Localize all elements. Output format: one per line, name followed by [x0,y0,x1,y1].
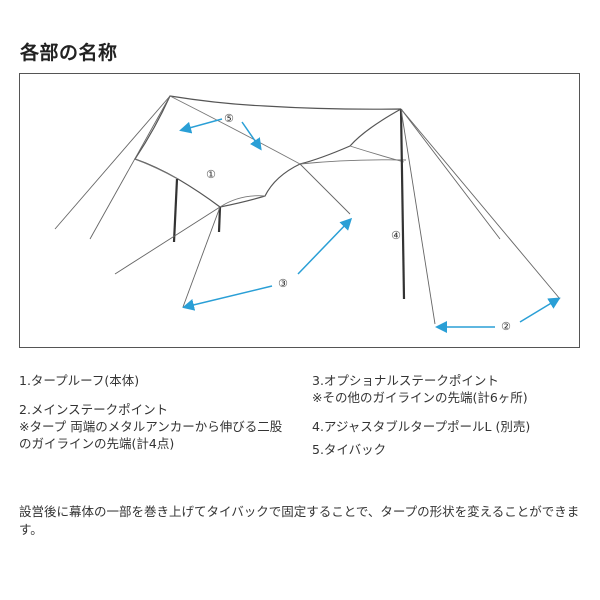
guy-line [400,108,561,300]
callout-2: ② [501,320,511,333]
page-title: 各部の名称 [20,42,118,64]
tarp-roof-seam [299,159,407,165]
legend-right: 3.オプショナルステークポイント ※その他のガイラインの先端(計6ヶ所) 4.ア… [312,372,582,470]
tarp-diagram-frame: ① ⑤ ③ ④ ② [19,73,580,348]
legend-item-tieback: 5.タイバック [312,441,582,458]
tarp-roof-seam [134,158,179,180]
legend-note: ※タープ 両端のメタルアンカーから伸びる二股のガイラインの先端(計4点) [19,419,283,451]
legend-label: 3.オプショナルステークポイント [312,373,499,388]
guy-line [400,108,436,325]
callout-1: ① [206,168,216,181]
callout-5: ⑤ [224,112,234,125]
guy-line [114,206,221,275]
adjustable-pole [172,178,179,243]
legend-item-main-stake: 2.メインステークポイント ※タープ 両端のメタルアンカーから伸びる二股のガイラ… [19,401,289,452]
adjustable-pole [217,206,222,233]
legend-label: 2.メインステークポイント [19,402,169,417]
optional-stake-arrow [297,217,353,275]
tarp-roof-seam [349,145,405,163]
callout-3: ③ [278,277,288,290]
legend-item-optional-stake: 3.オプショナルステークポイント ※その他のガイラインの先端(計6ヶ所) [312,372,582,406]
legend-note: ※その他のガイラインの先端(計6ヶ所) [312,390,528,405]
guy-line [182,206,221,308]
guy-line [54,95,171,230]
callout-4: ④ [391,229,401,242]
guy-line [400,108,501,240]
adjustable-pole [399,108,406,300]
tarp-roof-seam [219,195,266,208]
tarp-roof-seam [169,95,301,165]
legend-left: 1.タープルーフ(本体) 2.メインステークポイント ※タープ 両端のメタルアン… [19,372,289,464]
footer-description: 設営後に幕体の一部を巻き上げてタイバックで固定することで、タープの形状を変えるこ… [19,504,580,537]
guy-line [299,163,351,215]
guy-line [89,95,171,240]
tarp-roof-outline [134,95,402,208]
tieback-arrow [179,118,223,134]
legend-label: 5.タイバック [312,442,387,457]
tarp-diagram: ① ⑤ ③ ④ ② [54,95,561,333]
main-stake-arrow [519,297,561,323]
optional-stake-arrow [182,285,273,311]
tieback-arrow [241,121,262,151]
legend-item-pole: 4.アジャスタブルタープポールL (別売) [312,418,582,435]
legend-label: 1.タープルーフ(本体) [19,373,140,388]
legend-label: 4.アジャスタブルタープポールL (別売) [312,419,531,434]
legend-item-tarp-roof: 1.タープルーフ(本体) [19,372,289,389]
